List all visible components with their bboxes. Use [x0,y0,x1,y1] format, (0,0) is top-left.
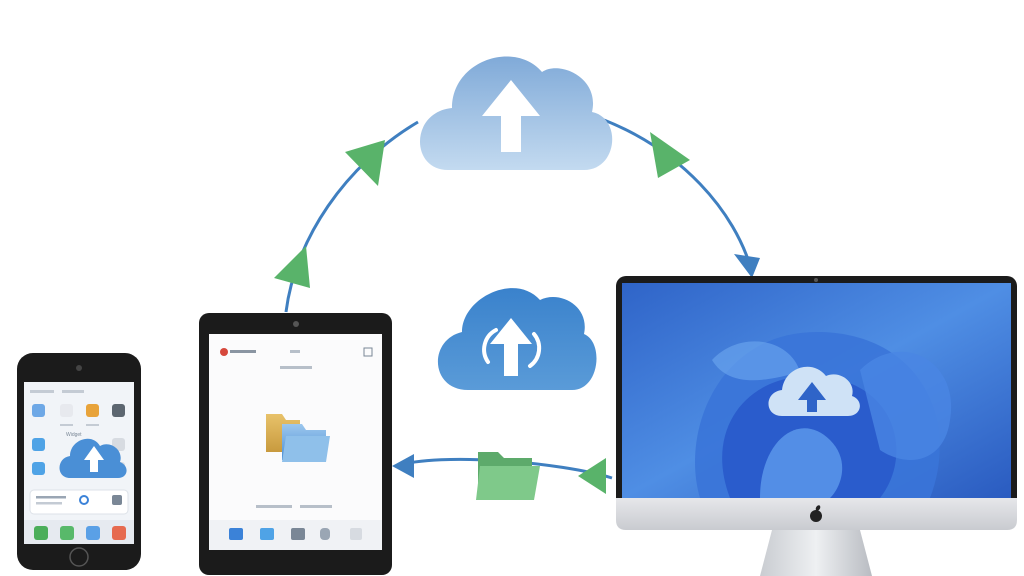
phone-app-icon[interactable] [32,462,45,475]
arrowhead-desktop-top [734,254,760,278]
arrowhead-left-lower [274,246,310,288]
phone-dock [24,520,134,544]
tablet-doc-icon[interactable] [350,528,362,540]
arrowhead-right-upper [650,132,690,178]
arrowhead-left-upper [345,140,385,186]
tablet-notes-icon[interactable] [291,528,305,540]
tablet-mic-icon[interactable] [320,528,330,540]
sync-circle-icon [482,328,542,368]
phone-home-button[interactable] [69,547,89,567]
arc-cloud-to-desktop [603,118,754,273]
desktop-monitor [616,276,1017,576]
tablet-toolbar [220,347,373,369]
tablet-device [199,313,392,575]
desktop-apple-logo-icon [810,505,822,522]
phone-messages-icon[interactable] [60,526,74,540]
desktop-stand [760,530,872,576]
desktop-camera [814,278,818,282]
arc-tablet-to-cloud [284,120,419,313]
tablet-twitter-icon[interactable] [260,528,274,540]
tablet-mail-icon[interactable] [229,528,243,540]
phone-call-icon[interactable] [34,526,48,540]
phone-photos-icon[interactable] [112,526,126,540]
tablet-app-logo-icon [220,348,228,356]
phone-app-icon[interactable] [32,438,45,451]
sync-arrow-icon [490,318,532,376]
transfer-folder-icon [476,452,540,500]
tablet-dock [209,520,382,550]
arrowhead-bottom-right [578,458,606,494]
arrowhead-bottom-left [392,454,414,478]
phone-app-icon[interactable] [112,404,125,417]
tablet-menu-icon[interactable] [363,347,373,357]
phone-mail-icon[interactable] [86,526,100,540]
phone-camera [76,365,82,371]
phone-app-icon[interactable] [86,404,99,417]
phone-cloud-upload-icon[interactable] [59,438,127,478]
phone-app-icon[interactable] [32,404,45,417]
sync-arrows [274,118,760,494]
phone-app-icon[interactable] [60,404,73,417]
phone-notification-card[interactable] [29,489,129,515]
top-cloud-upload-icon [419,56,613,171]
phone-device: Widget [17,353,141,570]
middle-cloud-sync-icon [437,288,597,390]
tablet-folder-icon[interactable] [266,414,330,462]
phone-widget-caption: Widget [66,432,82,438]
tablet-camera [293,321,299,327]
upload-arrow-icon [482,80,540,152]
phone-google-icon [79,495,89,505]
desktop-cloud-upload-icon[interactable] [768,366,860,416]
